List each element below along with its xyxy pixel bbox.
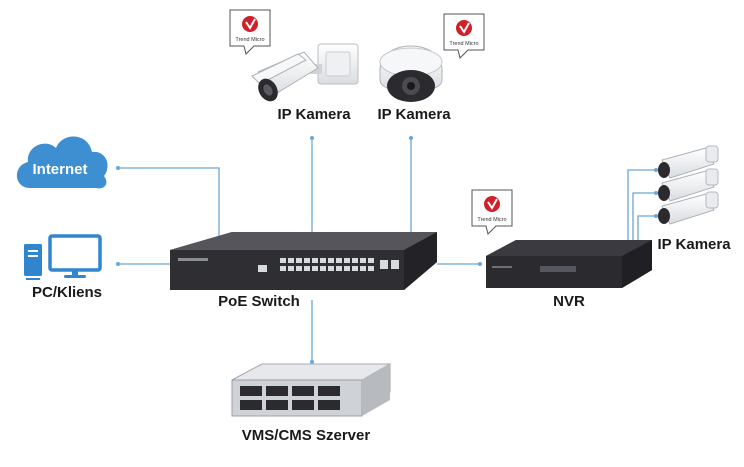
- camera-dome-label: IP Kamera: [377, 106, 451, 123]
- bullet-camera-icon: [658, 145, 719, 225]
- cloud-label: Internet: [32, 161, 87, 178]
- trend-micro-badge-icon: Trend Micro: [471, 189, 513, 235]
- cloud-icon: [16, 136, 108, 189]
- server-label: VMS/CMS Szerver: [241, 427, 371, 444]
- connector-lines: [116, 136, 658, 364]
- dome-camera-icon: [379, 45, 443, 102]
- svg-text:Trend Micro: Trend Micro: [477, 217, 506, 223]
- nvr-label: NVR: [553, 293, 585, 310]
- trend-micro-badge-icon: Trend Micro: [229, 9, 271, 55]
- pc-label: PC/Kliens: [31, 284, 103, 301]
- server-icon: [231, 363, 392, 417]
- trend-micro-badge-icon: Trend Micro: [443, 13, 485, 59]
- svg-text:Trend Micro: Trend Micro: [449, 41, 478, 47]
- bullet-camera-icon: [251, 43, 359, 102]
- pc-icon: [24, 234, 102, 280]
- camera-bullet-label: IP Kamera: [277, 106, 351, 123]
- nvr-cameras-label: IP Kamera: [657, 236, 731, 253]
- svg-text:Trend Micro: Trend Micro: [235, 37, 264, 43]
- nvr-icon: [486, 240, 652, 288]
- switch-label: PoE Switch: [218, 293, 300, 310]
- line-nvr-cameras: [627, 169, 656, 248]
- switch-icon: [170, 232, 437, 290]
- line-internet-switch: [118, 167, 220, 238]
